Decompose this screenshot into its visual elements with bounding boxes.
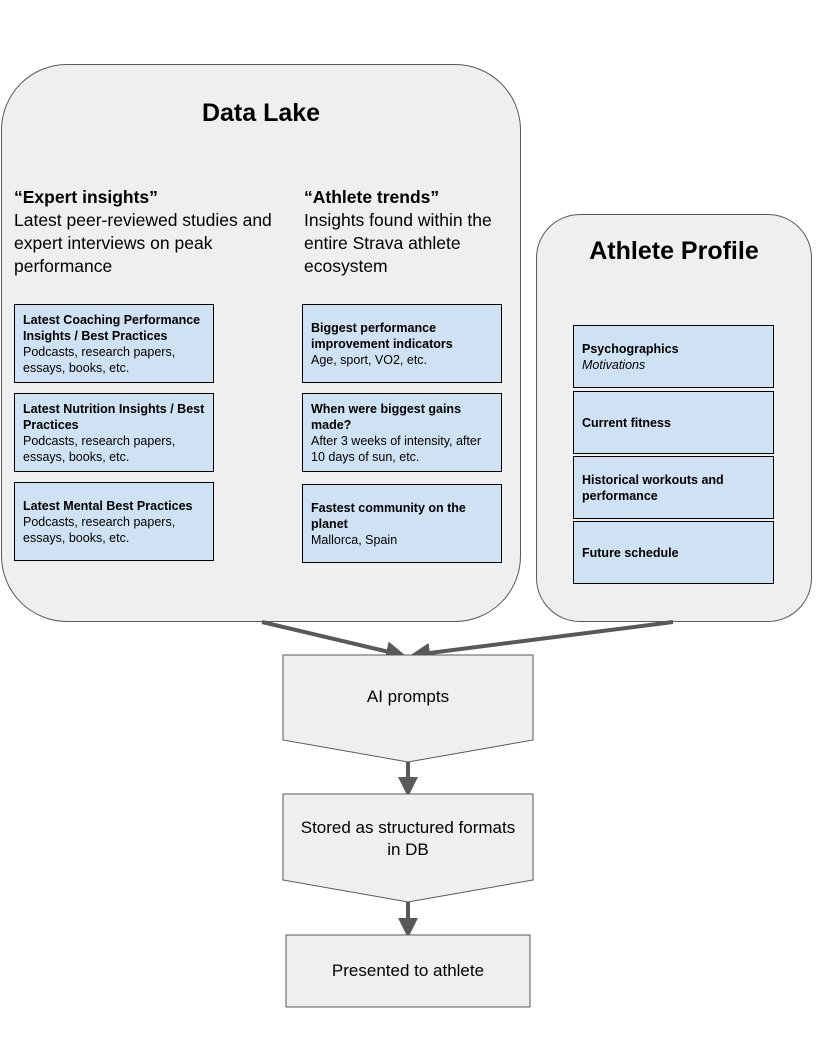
card-title: Latest Mental Best Practices bbox=[23, 498, 193, 513]
profile-item-psychographics: Psychographics Motivations bbox=[573, 325, 774, 388]
arrow-profile-to-prompts bbox=[410, 620, 674, 663]
profile-item-historical-workouts: Historical workouts and performance bbox=[573, 456, 774, 519]
expert-insights-description: Latest peer-reviewed studies and expert … bbox=[14, 210, 272, 276]
profile-item-current-fitness: Current fitness bbox=[573, 391, 774, 454]
athlete-trends-heading: “Athlete trends” bbox=[304, 187, 440, 207]
profile-item-future-schedule: Future schedule bbox=[573, 521, 774, 584]
item-title: Future schedule bbox=[582, 545, 679, 560]
step-ai-prompts-label: AI prompts bbox=[366, 687, 450, 706]
step-presented-shape bbox=[285, 934, 531, 1008]
data-lake-title: Data Lake bbox=[201, 99, 321, 127]
card-text: After 3 weeks of intensity, after 10 day… bbox=[311, 433, 481, 464]
item-subtitle: Motivations bbox=[582, 357, 646, 372]
expert-card-mental: Latest Mental Best Practices Podcasts, r… bbox=[14, 482, 214, 561]
expert-card-coaching: Latest Coaching Performance Insights / B… bbox=[14, 304, 214, 383]
expert-card-nutrition: Latest Nutrition Insights / Best Practic… bbox=[14, 393, 214, 472]
card-text: Age, sport, VO2, etc. bbox=[311, 352, 428, 367]
card-text: Mallorca, Spain bbox=[311, 532, 398, 547]
item-title: Current fitness bbox=[582, 415, 671, 430]
step-ai-prompts-shape bbox=[282, 654, 534, 763]
item-title: Historical workouts and performance bbox=[582, 472, 724, 503]
trend-card-gains: When were biggest gains made? After 3 we… bbox=[302, 393, 502, 472]
athlete-trends-header: “Athlete trends” Insights found within t… bbox=[304, 186, 516, 278]
card-title: Biggest performance improvement indicato… bbox=[311, 320, 453, 351]
step-stored-db-label: Stored as structured formats in DB bbox=[300, 818, 516, 859]
card-title: Fastest community on the planet bbox=[311, 500, 466, 531]
athlete-trends-description: Insights found within the entire Strava … bbox=[304, 210, 492, 276]
trend-card-indicators: Biggest performance improvement indicato… bbox=[302, 304, 502, 383]
card-title: When were biggest gains made? bbox=[311, 401, 462, 432]
step-presented-label: Presented to athlete bbox=[331, 961, 485, 980]
card-text: Podcasts, research papers, essays, books… bbox=[23, 433, 176, 464]
step-stored-db-shape bbox=[282, 793, 534, 903]
trend-card-community: Fastest community on the planet Mallorca… bbox=[302, 484, 502, 563]
card-title: Latest Nutrition Insights / Best Practic… bbox=[23, 401, 205, 432]
expert-insights-header: “Expert insights” Latest peer-reviewed s… bbox=[14, 186, 284, 278]
arrow-data-lake-to-prompts bbox=[261, 620, 406, 662]
card-title: Latest Coaching Performance Insights / B… bbox=[23, 312, 201, 343]
athlete-profile-title: Athlete Profile bbox=[589, 237, 759, 265]
item-title: Psychographics bbox=[582, 341, 679, 356]
expert-insights-heading: “Expert insights” bbox=[14, 187, 158, 207]
card-text: Podcasts, research papers, essays, books… bbox=[23, 344, 176, 375]
card-text: Podcasts, research papers, essays, books… bbox=[23, 514, 176, 545]
